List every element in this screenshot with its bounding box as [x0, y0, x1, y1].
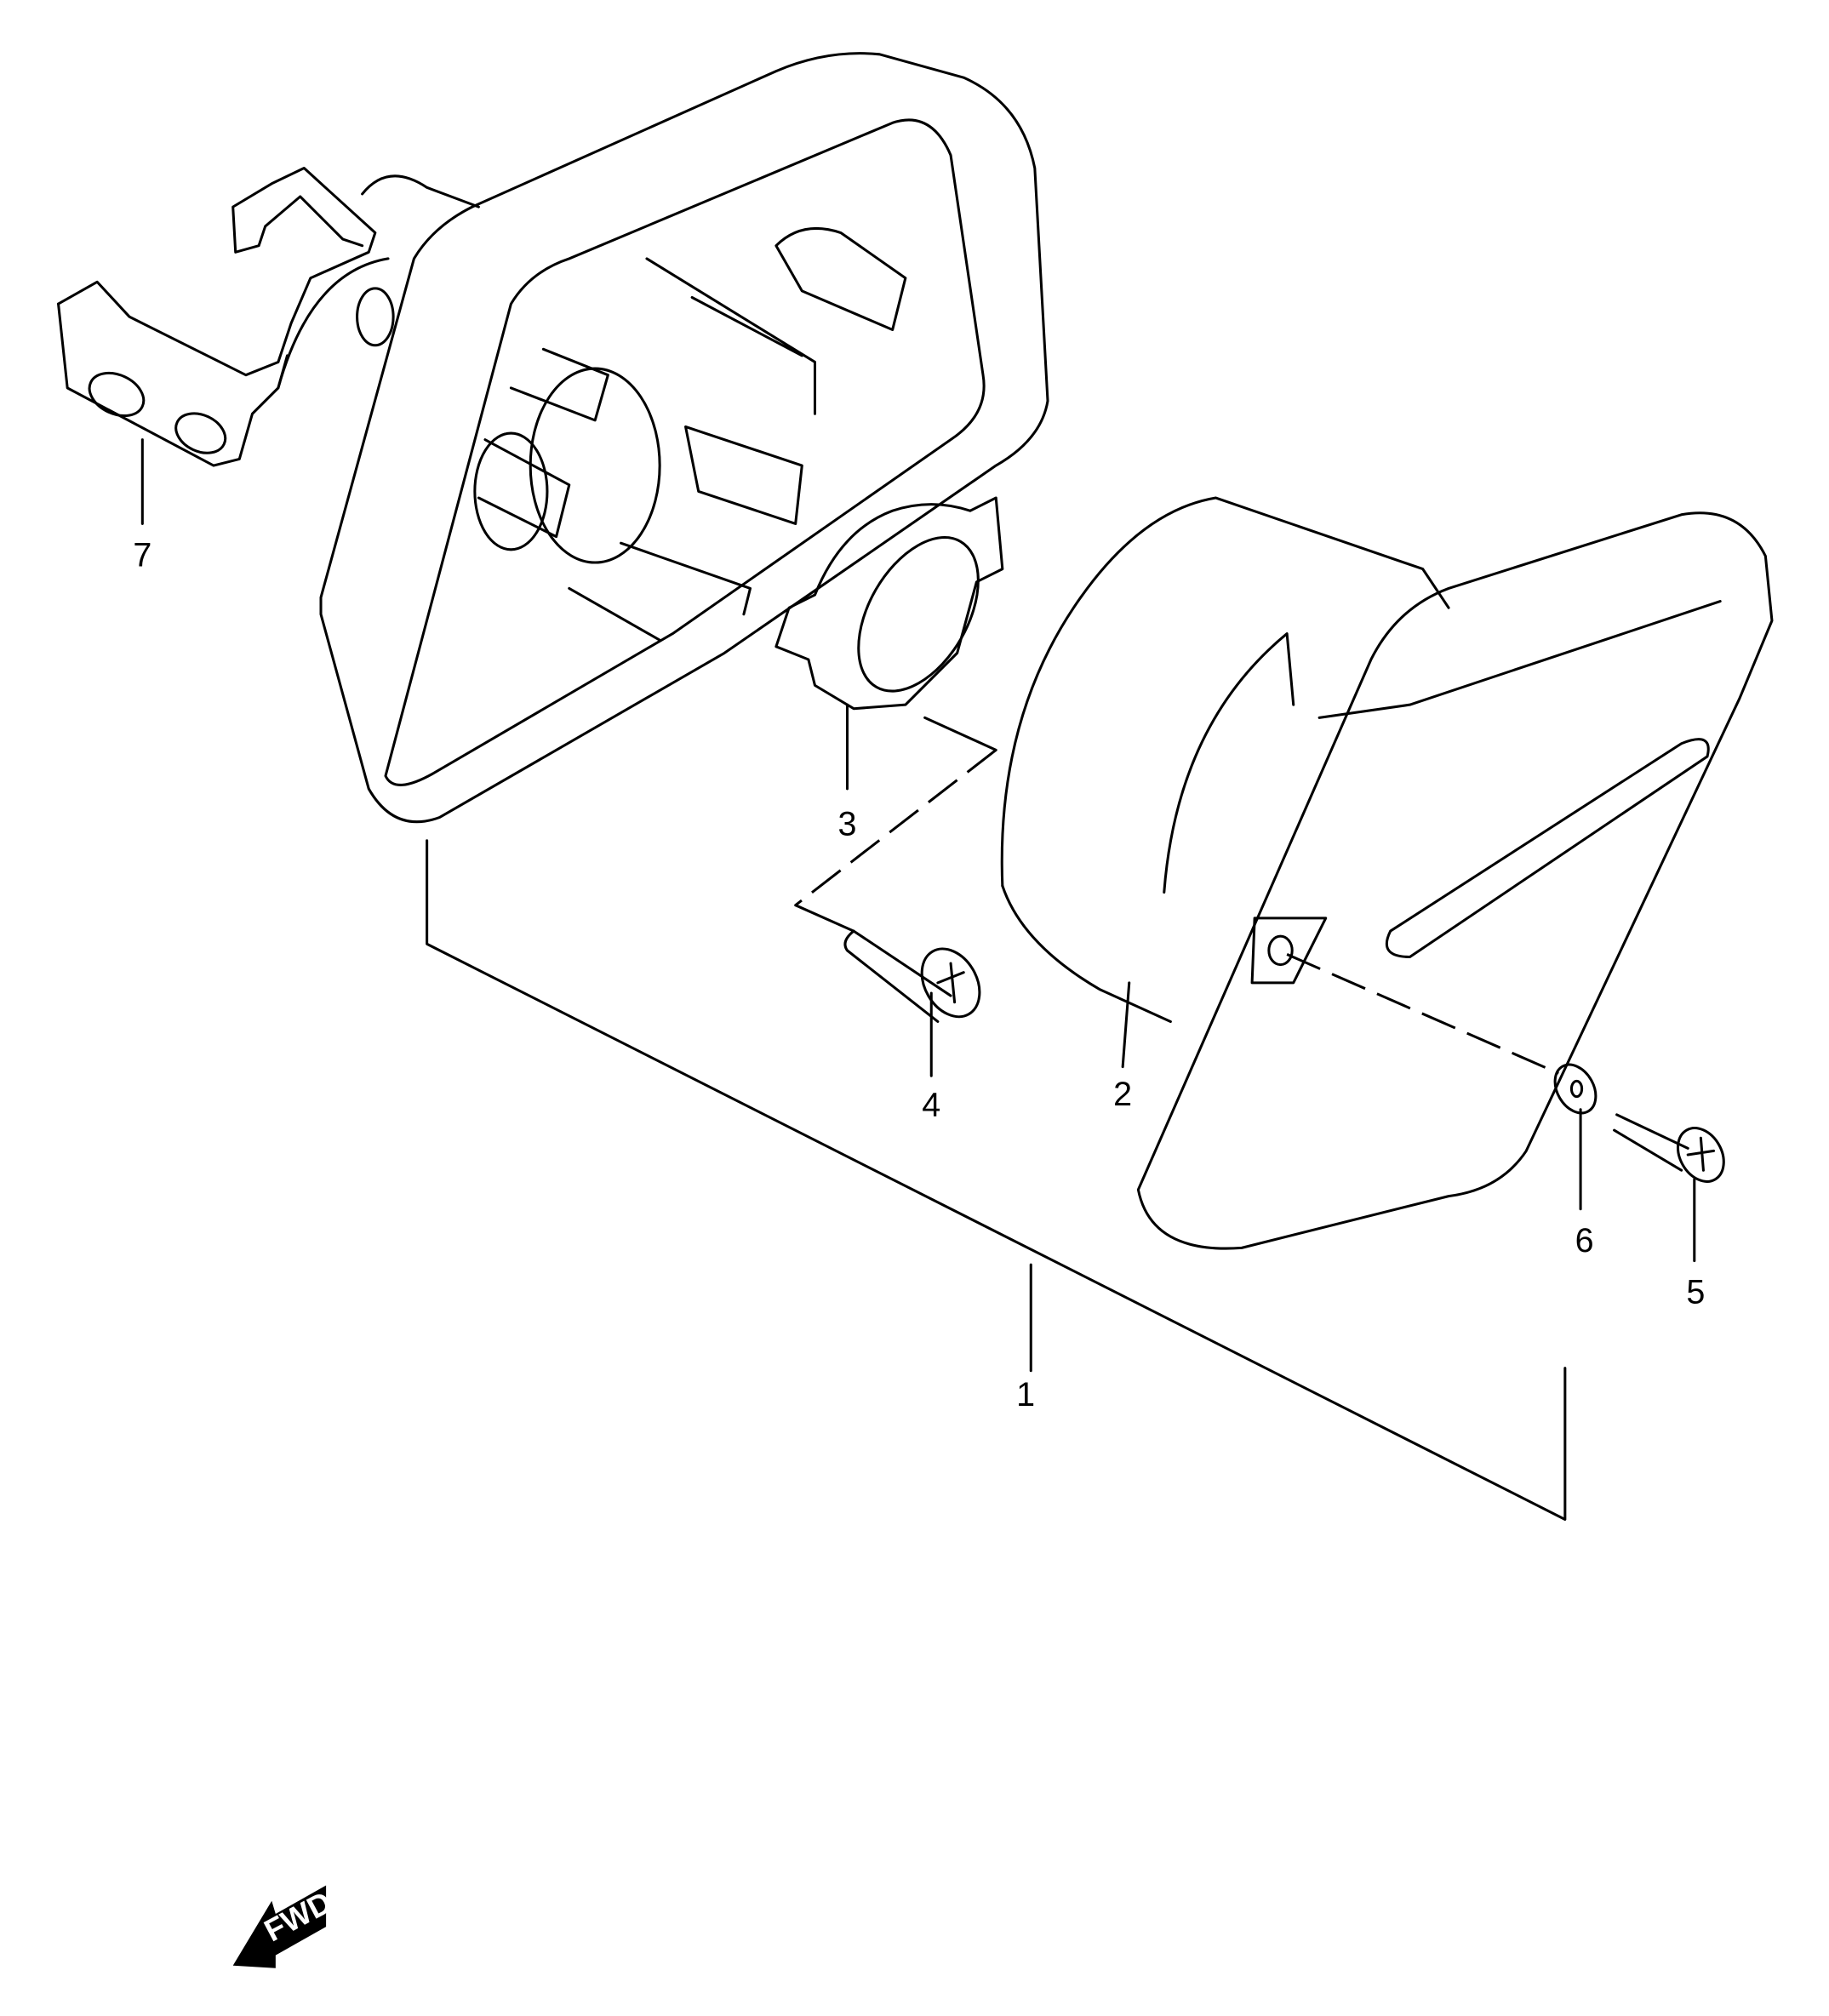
- fwd-arrow-icon: FWD: [232, 1884, 337, 1968]
- callout-1: 1: [1016, 1376, 1035, 1413]
- bolt-part-4: [843, 929, 981, 1023]
- socket-part-3: [774, 496, 1004, 711]
- screw-part-5: [1613, 1113, 1725, 1183]
- leader-lines: [140, 438, 1696, 1522]
- housing-part-1: [319, 52, 1049, 824]
- callout-3: 3: [837, 806, 856, 843]
- callout-7: 7: [133, 537, 151, 574]
- callout-5: 5: [1686, 1274, 1705, 1311]
- watermark: ​: [379, 877, 402, 986]
- callout-4: 4: [922, 1086, 940, 1123]
- bracket-part-7: [57, 167, 390, 467]
- callout-6: 6: [1575, 1222, 1594, 1259]
- washer-part-6: [1553, 1063, 1598, 1115]
- cover-part-2: [1000, 496, 1774, 1250]
- callout-2: 2: [1113, 1076, 1132, 1113]
